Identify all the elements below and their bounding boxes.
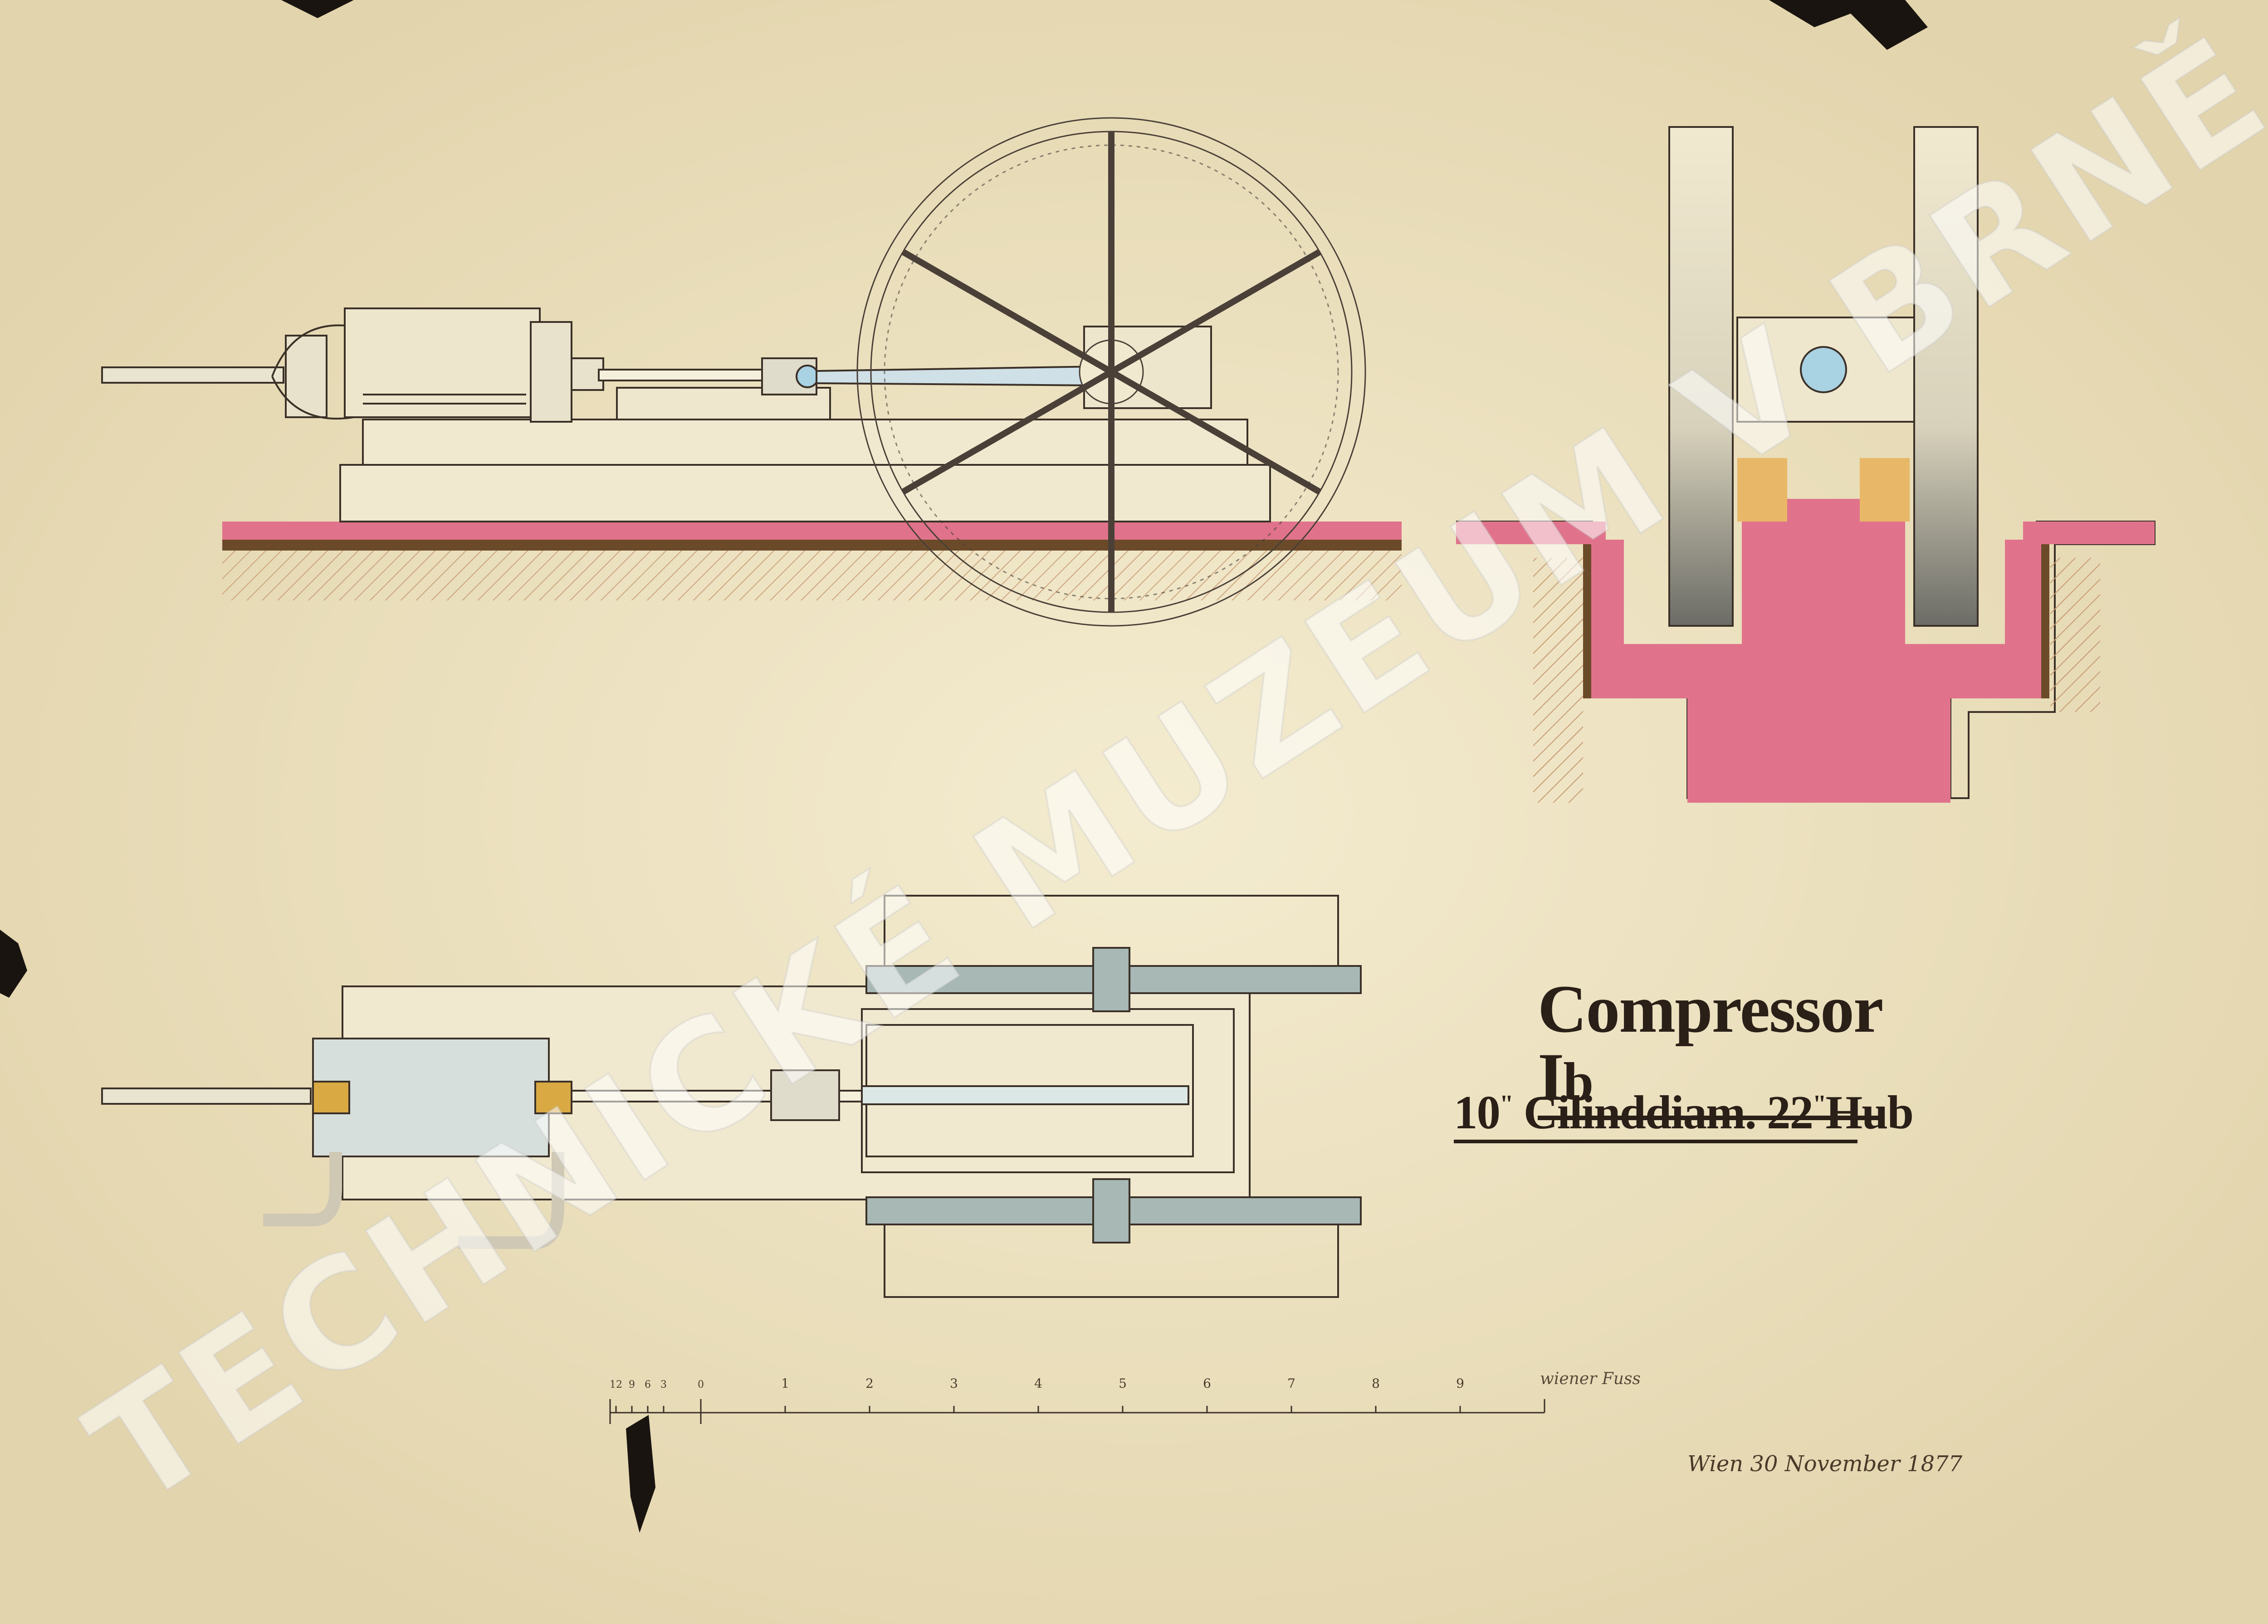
pit-hatch-right	[2050, 558, 2100, 712]
scale-tick-label: 5	[1119, 1376, 1127, 1391]
scale-tick-label: 2	[865, 1376, 874, 1391]
engine-bedplate-base	[339, 464, 1271, 522]
drawing-title: Compressor Ib	[1538, 975, 1882, 1120]
crosshead-plan	[770, 1069, 840, 1121]
torn-hole-bottom	[626, 1415, 655, 1533]
valve-arch	[271, 324, 354, 419]
side-elevation	[101, 117, 1402, 627]
torn-edge-left	[0, 930, 27, 998]
bearing-bottom	[1092, 1178, 1130, 1244]
ground-soil-hatch	[222, 551, 1402, 600]
cylinder-diameter-value: 10	[1454, 1086, 1501, 1139]
brass-gland-right	[534, 1081, 572, 1114]
scale-tick-label: 6	[645, 1379, 651, 1390]
engine-bedplate	[362, 419, 1248, 466]
plan-view	[101, 895, 1362, 1298]
intake-pipe	[263, 1152, 342, 1226]
scale-tick-label: 9	[629, 1379, 635, 1390]
date-signature: Wien 30 November 1877	[1687, 1451, 1963, 1477]
drawing-dimensions: 10" Cilinddiam. 22"Hub	[1454, 1086, 1914, 1143]
scale-tick-label: 0	[698, 1379, 704, 1390]
flywheel-rim-left	[1668, 126, 1734, 627]
outlet-pipe	[458, 1152, 564, 1249]
ground-earth-line	[222, 540, 1402, 551]
scale-tick-label: 3	[950, 1376, 958, 1391]
bearing-top	[1092, 947, 1130, 1012]
bearing-support-right	[1860, 458, 1910, 522]
scale-tick-label: 9	[1456, 1376, 1464, 1391]
scale-tick-label: 4	[1034, 1376, 1042, 1391]
scale-unit-label: wiener Fuss	[1540, 1370, 1641, 1388]
scale-tick-label: 1	[781, 1376, 789, 1391]
crosshead	[761, 357, 817, 395]
cylinder-body	[344, 307, 541, 418]
tail-rod-plan	[101, 1088, 312, 1105]
pit-pink-bottom	[1687, 698, 1950, 803]
pit-pink-block	[1742, 499, 1905, 649]
cylinder-plan	[312, 1038, 550, 1157]
tail-rod	[101, 366, 284, 384]
connecting-rod-plan	[861, 1085, 1189, 1105]
pit-pink-wall-left	[1588, 540, 1624, 698]
pit-pink-top-left	[1456, 522, 1606, 544]
pit-brown-right	[2041, 544, 2049, 698]
pit-pink-top-right	[2023, 522, 2155, 544]
inch-mark-2: "	[1812, 1090, 1827, 1117]
scale-tick-label: 8	[1372, 1376, 1380, 1391]
cylinder-right-cover	[530, 321, 572, 423]
scale-tick-label: 7	[1287, 1376, 1295, 1391]
title-name: Compressor	[1538, 971, 1882, 1047]
brass-gland-left	[312, 1081, 350, 1114]
bearing-support-left	[1737, 458, 1787, 522]
cylinder-diameter-label: Cilinddiam.	[1523, 1086, 1757, 1139]
pit-hatch-left	[1533, 558, 1583, 803]
stroke-value: 22	[1766, 1086, 1813, 1139]
scale-tick-label: 6	[1203, 1376, 1211, 1391]
pit-pink-floor	[1624, 644, 2005, 698]
cylinder-left-cover	[285, 335, 327, 418]
title-suffix: b	[1563, 1051, 1593, 1112]
torn-edge-top-right	[1769, 0, 1928, 50]
scale-tick-label: 3	[660, 1379, 667, 1390]
piston-rod	[598, 369, 763, 381]
inch-mark: "	[1500, 1090, 1514, 1117]
pit-pink-wall-right	[2005, 540, 2041, 698]
stroke-label: Hub	[1825, 1086, 1914, 1139]
flywheel	[856, 117, 1366, 627]
ground-foundation-strip	[222, 522, 1402, 540]
scale-tick-label: 12	[610, 1379, 622, 1390]
pit-brown-left	[1583, 544, 1591, 698]
torn-edge-top-left	[281, 0, 354, 18]
title-numeral: I	[1538, 1039, 1564, 1115]
end-elevation	[1456, 126, 2156, 803]
